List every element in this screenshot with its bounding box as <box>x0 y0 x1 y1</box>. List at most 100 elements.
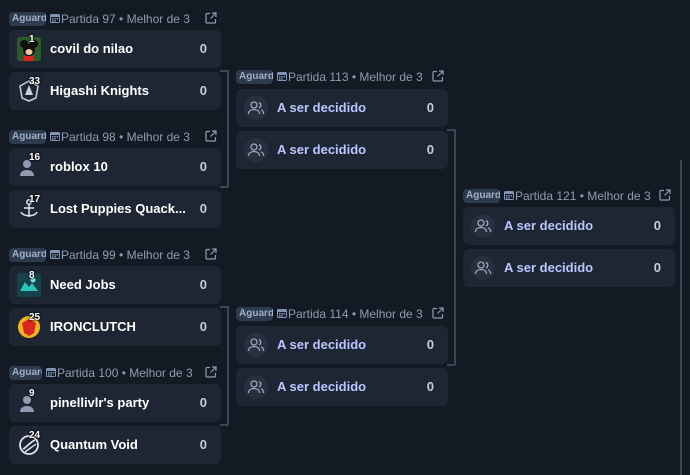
team-name: Higashi Knights <box>50 83 149 98</box>
connector-line <box>227 70 229 187</box>
team-name: A ser decidido <box>504 260 594 275</box>
team-row[interactable]: A ser decidido 0 <box>236 326 448 364</box>
users-icon <box>244 375 268 399</box>
external-link-icon[interactable] <box>205 366 217 378</box>
team-score: 0 <box>426 379 434 394</box>
team-row[interactable]: A ser decidido 0 <box>236 131 448 169</box>
match-card-99[interactable]: Aguardando Partida 99 • Melhor de 3 8 Ne… <box>9 245 221 346</box>
users-icon <box>471 256 495 280</box>
external-link-icon[interactable] <box>205 130 217 142</box>
connector-line <box>680 160 682 475</box>
users-icon <box>471 214 495 238</box>
calendar-icon <box>46 368 56 377</box>
team-row[interactable]: 33 Higashi Knights 0 <box>9 72 221 110</box>
team-row[interactable]: A ser decidido 0 <box>463 207 675 245</box>
status-badge: Aguardando <box>463 189 500 203</box>
team-score: 0 <box>199 41 207 56</box>
team-score: 0 <box>199 201 207 216</box>
team-row[interactable]: 9 pinellivlr's party 0 <box>9 384 221 422</box>
team-name: pinellivlr's party <box>50 395 150 410</box>
team-score: 0 <box>199 83 207 98</box>
match-info: Partida 97 • Melhor de 3 <box>61 12 190 26</box>
connector-line <box>227 306 229 425</box>
match-card-121[interactable]: Aguardando Partida 121 • Melhor de 3 A s… <box>463 186 675 287</box>
match-info: Partida 113 • Melhor de 3 <box>288 70 423 84</box>
calendar-icon <box>504 191 514 200</box>
team-row[interactable]: 1 covil do nilao 0 <box>9 30 221 68</box>
calendar-icon <box>277 309 287 318</box>
team-seed: 16 <box>29 152 41 163</box>
team-name: A ser decidido <box>277 142 367 157</box>
match-header: Aguardando Partida 113 • Melhor de 3 <box>236 67 448 87</box>
external-link-icon[interactable] <box>659 189 671 201</box>
external-link-icon[interactable] <box>432 307 444 319</box>
calendar-icon <box>277 72 287 81</box>
connector-line <box>220 186 228 188</box>
calendar-icon <box>50 14 60 23</box>
team-row[interactable]: 17 Lost Puppies Quack... 0 <box>9 190 221 228</box>
team-row[interactable]: 24 Quantum Void 0 <box>9 426 221 464</box>
team-seed: 25 <box>29 312 41 323</box>
team-score: 0 <box>199 159 207 174</box>
team-score: 0 <box>199 395 207 410</box>
status-badge: Aguardando <box>236 307 273 321</box>
team-score: 0 <box>199 437 207 452</box>
teal-team-icon <box>17 273 41 297</box>
connector-line <box>220 70 228 72</box>
status-badge: Aguardando <box>9 130 46 144</box>
team-name: Need Jobs <box>50 277 116 292</box>
team-row[interactable]: 8 Need Jobs 0 <box>9 266 221 304</box>
red-shield-icon <box>18 316 40 338</box>
connector-line <box>220 306 228 308</box>
external-link-icon[interactable] <box>205 248 217 260</box>
team-row[interactable]: 16 roblox 10 0 <box>9 148 221 186</box>
match-info: Partida 121 • Melhor de 3 <box>515 189 651 203</box>
connector-line <box>447 129 455 131</box>
team-name: roblox 10 <box>50 159 108 174</box>
team-row[interactable]: A ser decidido 0 <box>236 368 448 406</box>
match-info: Partida 114 • Melhor de 3 <box>288 307 423 321</box>
external-link-icon[interactable] <box>432 70 444 82</box>
team-score: 0 <box>426 337 434 352</box>
match-header: Aguardando Partida 114 • Melhor de 3 <box>236 304 448 324</box>
match-card-97[interactable]: Aguardando Partida 97 • Melhor de 3 1 co… <box>9 9 221 110</box>
calendar-icon <box>50 132 60 141</box>
team-seed: 17 <box>29 194 41 205</box>
team-seed: 8 <box>29 270 35 281</box>
users-icon <box>244 96 268 120</box>
match-header: Aguardando Partida 100 • Melhor de 3 <box>9 363 221 383</box>
anchor-logo-icon <box>20 199 38 217</box>
mickey-avatar-icon <box>17 37 41 61</box>
match-card-100[interactable]: Aguardando Partida 100 • Melhor de 3 9 p… <box>9 363 221 464</box>
knight-logo-icon <box>19 80 39 102</box>
match-card-114[interactable]: Aguardando Partida 114 • Melhor de 3 A s… <box>236 304 448 406</box>
match-card-98[interactable]: Aguardando Partida 98 • Melhor de 3 16 r… <box>9 127 221 228</box>
default-user-icon <box>20 396 34 412</box>
connector-line <box>447 364 455 366</box>
swirl-logo-icon <box>19 435 39 455</box>
team-score: 0 <box>199 277 207 292</box>
calendar-icon <box>50 250 60 259</box>
team-score: 0 <box>426 100 434 115</box>
users-icon <box>244 333 268 357</box>
team-name: A ser decidido <box>504 218 594 233</box>
team-name: Quantum Void <box>50 437 138 452</box>
match-card-113[interactable]: Aguardando Partida 113 • Melhor de 3 A s… <box>236 67 448 169</box>
match-info: Partida 99 • Melhor de 3 <box>61 248 190 262</box>
team-name: Lost Puppies Quack... <box>50 201 186 216</box>
status-badge: Aguardando <box>9 12 46 26</box>
team-name: A ser decidido <box>277 100 367 115</box>
external-link-icon[interactable] <box>205 12 217 24</box>
team-row[interactable]: A ser decidido 0 <box>236 89 448 127</box>
team-score: 0 <box>199 319 207 334</box>
match-header: Aguardando Partida 99 • Melhor de 3 <box>9 245 221 265</box>
team-name: A ser decidido <box>277 379 367 394</box>
team-name: IRONCLUTCH <box>50 319 136 334</box>
default-user-icon <box>20 160 34 176</box>
team-row[interactable]: 25 IRONCLUTCH 0 <box>9 308 221 346</box>
match-info: Partida 100 • Melhor de 3 <box>57 366 193 380</box>
team-name: covil do nilao <box>50 41 134 56</box>
team-row[interactable]: A ser decidido 0 <box>463 249 675 287</box>
match-info: Partida 98 • Melhor de 3 <box>61 130 190 144</box>
match-header: Aguardando Partida 121 • Melhor de 3 <box>463 186 675 206</box>
